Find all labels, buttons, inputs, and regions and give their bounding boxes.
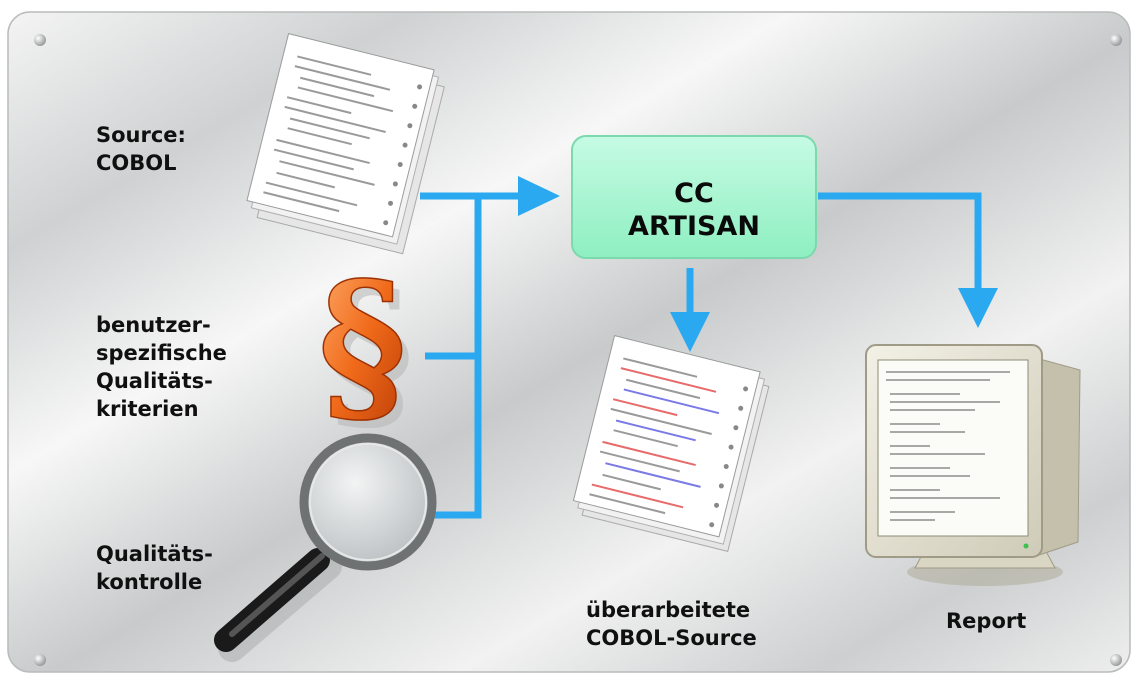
label-line: Qualitäts- xyxy=(96,542,213,566)
connector-control xyxy=(430,196,482,519)
document-icon xyxy=(572,335,770,553)
arrow-head-down xyxy=(958,288,998,328)
document-icon xyxy=(246,33,445,255)
screw-icon xyxy=(34,654,46,666)
screw-icon xyxy=(1110,34,1122,46)
label-line: benutzer- xyxy=(96,313,211,337)
process-box xyxy=(571,135,817,259)
connector-report xyxy=(818,192,982,290)
label-line: spezifische xyxy=(96,341,227,365)
arrow-head-right xyxy=(518,176,560,216)
monitor-icon xyxy=(865,344,1081,586)
process-box-label: CC ARTISAN xyxy=(574,155,814,265)
label-line: Report xyxy=(946,609,1027,633)
label-source: Source: COBOL xyxy=(96,121,186,177)
label-line: Qualitäts- xyxy=(96,369,213,393)
label-report: Report xyxy=(946,607,1026,635)
screw-icon xyxy=(1110,654,1122,666)
label-control: Qualitäts- kontrolle xyxy=(96,540,213,596)
svg-text:§: § xyxy=(325,253,414,453)
label-line: COBOL-Source xyxy=(586,626,757,650)
process-line: CC xyxy=(674,178,714,209)
label-line: Source: xyxy=(96,123,186,147)
label-reworked-source: überarbeitete COBOL-Source xyxy=(586,596,757,652)
process-line: ARTISAN xyxy=(628,211,760,242)
screw-icon xyxy=(34,34,46,46)
label-line: kriterien xyxy=(96,397,199,421)
label-line: COBOL xyxy=(96,151,177,175)
label-line: überarbeitete xyxy=(586,598,751,622)
arrow-head-down xyxy=(670,312,710,352)
arrowheads xyxy=(518,176,998,352)
magnifier-icon xyxy=(214,433,437,662)
paragraph-icon: § § xyxy=(317,244,414,453)
flow-connectors xyxy=(420,192,982,519)
label-line: kontrolle xyxy=(96,570,203,594)
svg-text:§: § xyxy=(318,245,407,445)
label-criteria: benutzer- spezifische Qualitäts- kriteri… xyxy=(96,311,227,423)
